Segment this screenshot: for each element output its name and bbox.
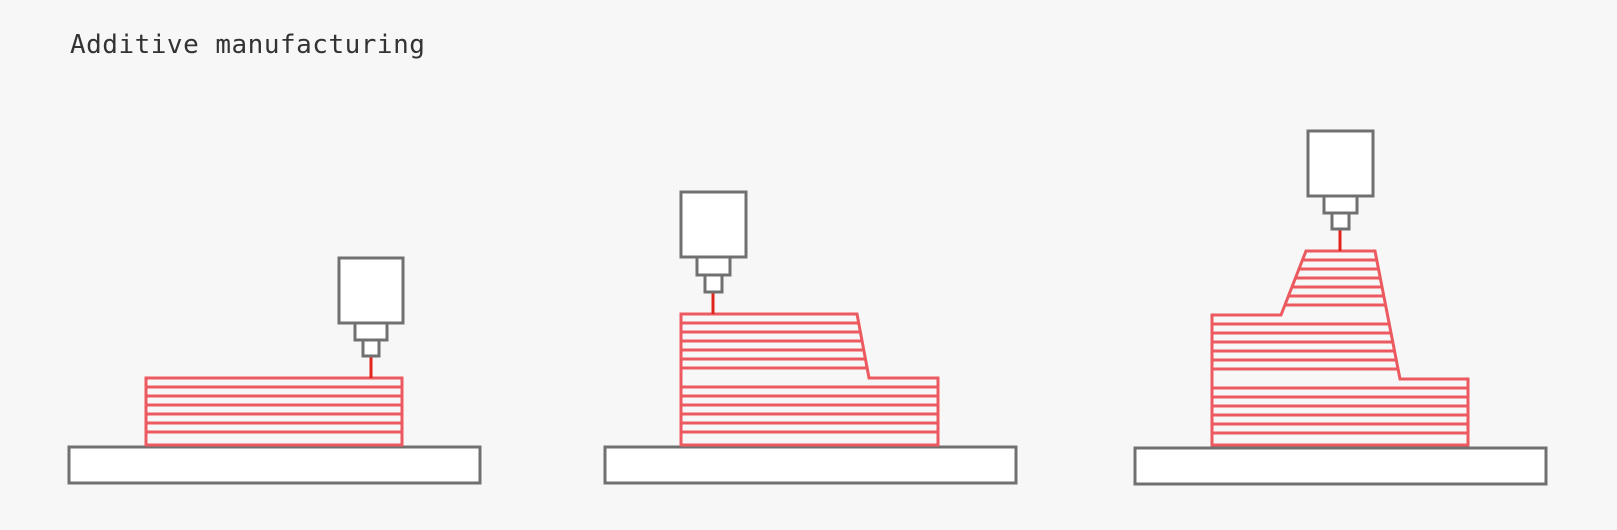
build-plate [67, 445, 482, 485]
print-head [337, 256, 405, 358]
printed-layers [144, 376, 404, 447]
printed-layers [679, 312, 940, 447]
printed-layers [1210, 249, 1470, 447]
stage-2 [603, 190, 1018, 485]
print-head [679, 190, 748, 294]
stage-1 [67, 256, 482, 485]
stage-3 [1133, 129, 1548, 486]
build-plate [1133, 446, 1548, 486]
build-plate [603, 445, 1018, 485]
diagram-title: Additive manufacturing [70, 30, 426, 60]
print-head [1306, 129, 1375, 231]
